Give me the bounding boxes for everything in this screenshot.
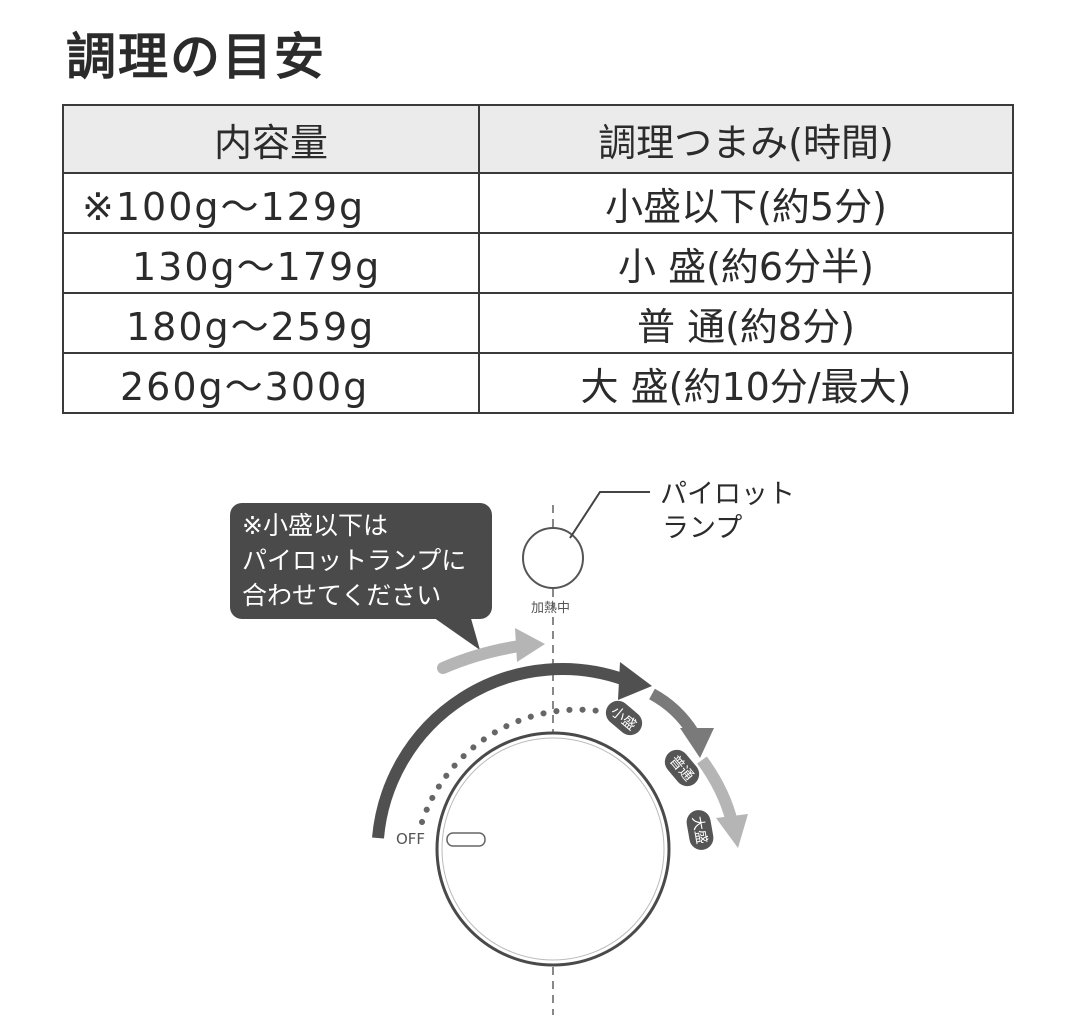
- header-amount: 内容量: [62, 104, 480, 174]
- header-setting: 調理つまみ(時間): [478, 104, 1014, 174]
- setting-cell: 小 盛(約6分半): [478, 232, 1014, 294]
- dial-knob-inner-ring: [441, 737, 665, 961]
- setting-cell: 大 盛(約10分/最大): [478, 352, 1014, 414]
- pilot-label-line: ランプ: [662, 513, 743, 544]
- amount-cell: 130g〜179g: [62, 232, 480, 294]
- table-row: 260g〜300g 大 盛(約10分/最大): [62, 352, 1014, 414]
- light-arrow-icon: [437, 640, 526, 674]
- callout-line: ※小盛以下は: [242, 511, 388, 540]
- light-arrow-head: [515, 628, 545, 662]
- off-label: OFF: [396, 830, 426, 848]
- table-header-row: 内容量 調理つまみ(時間): [62, 104, 1014, 174]
- pilot-leader-line: [569, 491, 650, 539]
- badge-small: 小盛: [605, 700, 643, 736]
- callout-pointer: [430, 615, 480, 650]
- cooking-guide-table: 内容量 調理つまみ(時間) ※100g〜129g 小盛以下(約5分) 130g〜…: [62, 104, 1014, 414]
- pilot-lamp-icon: [522, 527, 584, 589]
- light-arc-arrow-head: [716, 814, 748, 848]
- callout-line: 合わせてください: [242, 581, 442, 610]
- dial-indicator: [446, 832, 486, 847]
- callout-box: ※小盛以下は パイロットランプに 合わせてください: [230, 503, 492, 619]
- table-row: 130g〜179g 小 盛(約6分半): [62, 232, 1014, 294]
- table-row: 180g〜259g 普 通(約8分): [62, 292, 1014, 354]
- pilot-lamp-label: パイロット ランプ: [660, 478, 795, 546]
- amount-cell: ※100g〜129g: [62, 172, 480, 234]
- badge-large: 大盛: [686, 810, 714, 850]
- setting-cell: 普 通(約8分): [478, 292, 1014, 354]
- pilot-label-line: パイロット: [660, 479, 795, 510]
- dial-diagram: 小盛 普通 大盛: [372, 491, 748, 1015]
- dark-arrow-head: [618, 662, 652, 700]
- setting-cell: 小盛以下(約5分): [478, 172, 1014, 234]
- table-row: ※100g〜129g 小盛以下(約5分): [62, 172, 1014, 234]
- dotted-arc: [419, 706, 609, 825]
- heating-label: 加熱中: [531, 601, 571, 616]
- mid-arrow-head: [680, 728, 714, 758]
- badge-large-label: 大盛: [689, 815, 710, 845]
- dark-arc-arrow-icon: [372, 663, 628, 839]
- amount-cell: 260g〜300g: [62, 352, 480, 414]
- light-arc-arrow-icon: [697, 756, 738, 824]
- callout-line: パイロットランプに: [242, 546, 467, 575]
- page-title: 調理の目安: [66, 28, 326, 86]
- dial-knob: [435, 731, 671, 967]
- amount-cell: 180g〜259g: [62, 292, 480, 354]
